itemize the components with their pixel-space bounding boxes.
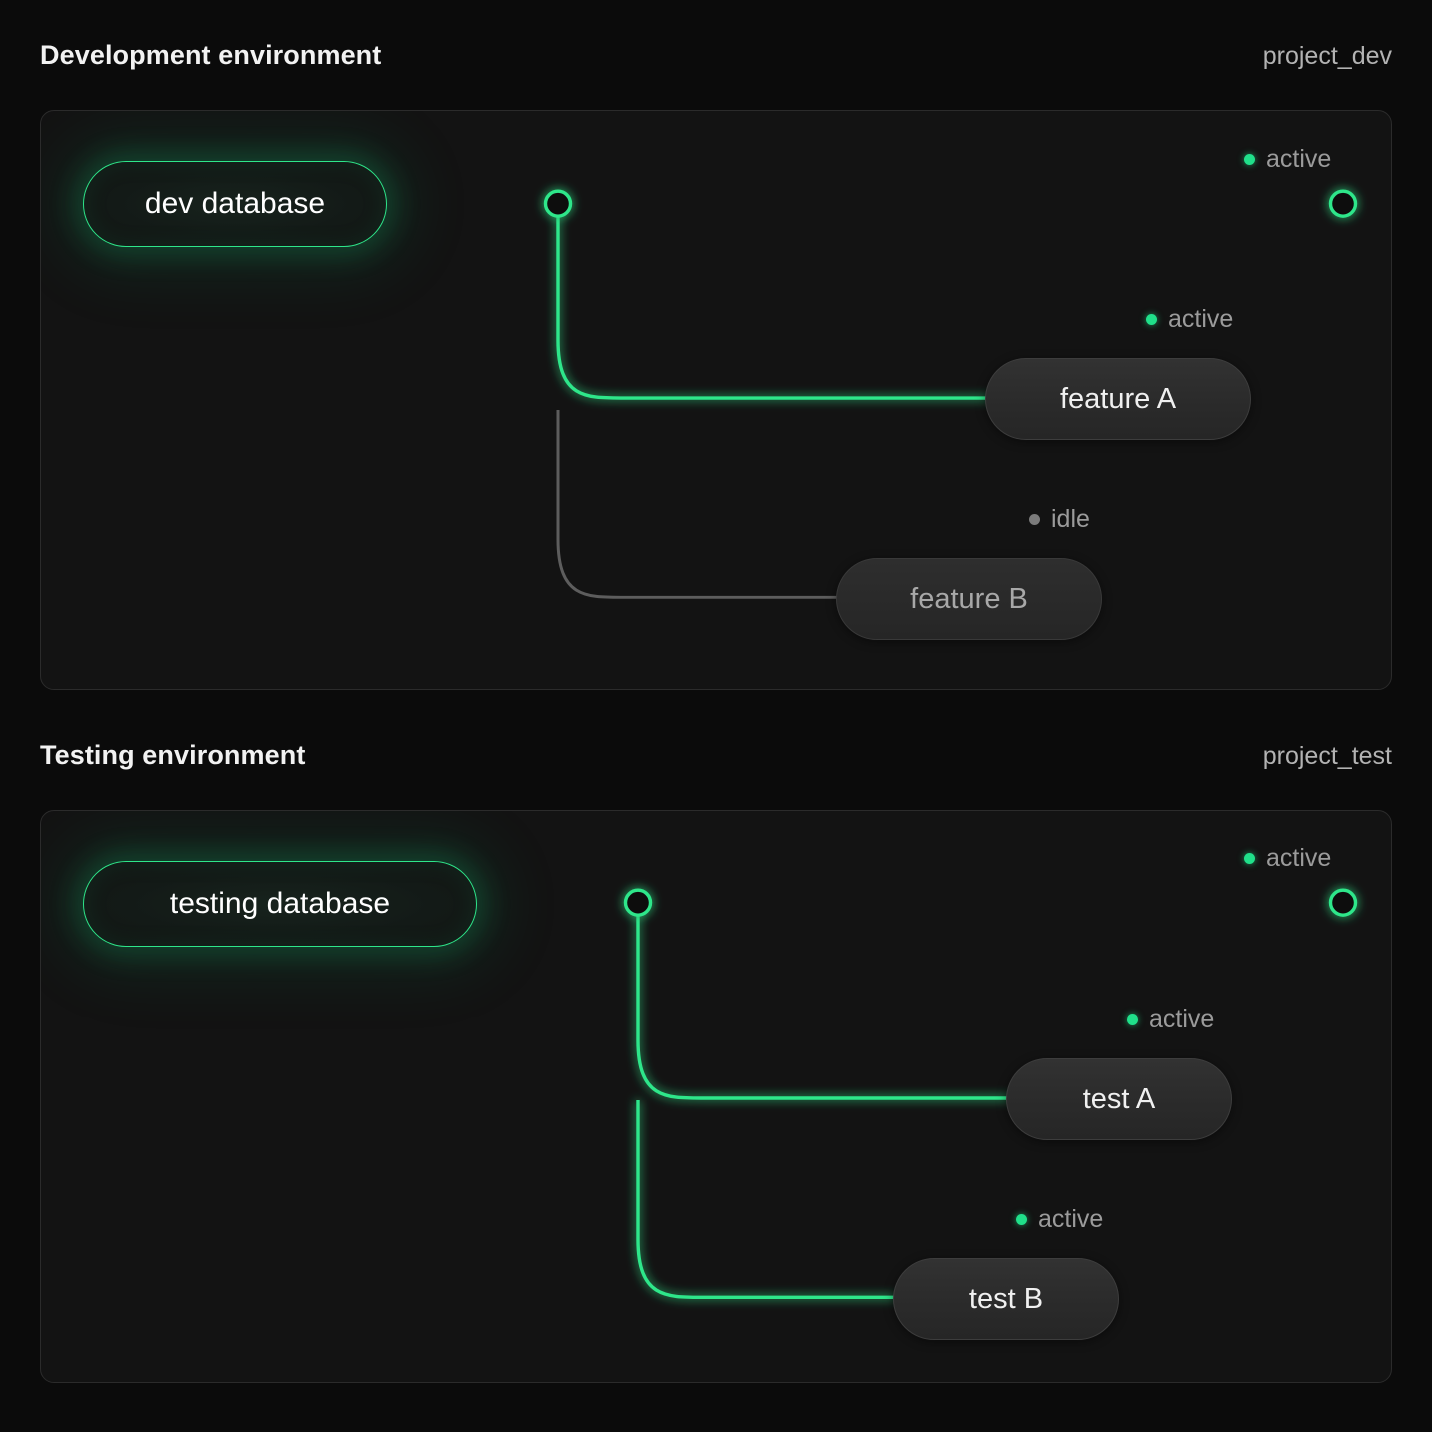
status-feature-b-label: idle [1051,505,1090,533]
node-testing-database[interactable]: testing database [83,861,477,947]
status-feature-a-label: active [1168,305,1234,333]
status-dot-icon [1146,314,1157,325]
status-feature-b: idle [1029,507,1090,532]
node-feature-b[interactable]: feature B [836,558,1102,640]
section-testing: Testing environment project_test [40,740,1392,1383]
connector-canvas-development [41,111,1391,689]
edge-branch-feature-a [556,203,991,400]
node-feature-b-label: feature B [910,582,1028,615]
connector-svg-development [386,189,1358,600]
status-test-a-label: active [1149,1005,1215,1033]
status-dot-icon [1244,853,1255,864]
connector-canvas-testing [41,811,1391,1382]
node-test-a[interactable]: test A [1006,1058,1232,1140]
edge-branch-test-a [636,902,1011,1100]
edge-branch-feature-b [556,409,841,599]
endpoint-node-testing[interactable] [1328,888,1358,917]
status-dot-icon [1244,154,1255,165]
node-dev-database[interactable]: dev database [83,161,387,247]
status-test-a: active [1127,1007,1214,1032]
status-trunk-testing: active [1244,846,1331,871]
status-dot-icon [1127,1014,1138,1025]
section-title-development: Development environment [40,40,382,70]
edge-branch-test-b [636,1099,896,1299]
status-dot-icon [1016,1214,1027,1225]
connector-svg-testing [476,888,1358,1299]
section-title-testing: Testing environment [40,740,306,770]
section-header-testing: Testing environment project_test [40,740,1392,784]
status-trunk-development-label: active [1266,145,1332,173]
section-header-development: Development environment project_dev [40,40,1392,84]
junction-node-testing[interactable] [623,888,653,917]
node-test-b[interactable]: test B [893,1258,1119,1340]
status-test-b: active [1016,1207,1103,1232]
node-feature-a[interactable]: feature A [985,358,1251,440]
section-project-testing: project_test [1262,742,1392,770]
section-development: Development environment project_dev [40,40,1392,690]
status-test-b-label: active [1038,1205,1104,1233]
junction-node-development[interactable] [543,189,573,218]
section-project-development: project_dev [1262,42,1392,70]
status-feature-a: active [1146,307,1233,332]
status-trunk-development: active [1244,147,1331,172]
node-dev-database-label: dev database [144,187,326,220]
panel-testing: testing database active test A active te… [40,810,1392,1383]
node-feature-a-label: feature A [1059,382,1177,415]
status-dot-icon [1029,514,1040,525]
node-test-a-label: test A [1082,1082,1156,1115]
endpoint-node-development[interactable] [1328,189,1358,218]
panel-development: dev database active feature A active fea… [40,110,1392,690]
node-testing-database-label: testing database [169,887,391,920]
status-trunk-testing-label: active [1266,844,1332,872]
node-test-b-label: test B [968,1282,1044,1315]
